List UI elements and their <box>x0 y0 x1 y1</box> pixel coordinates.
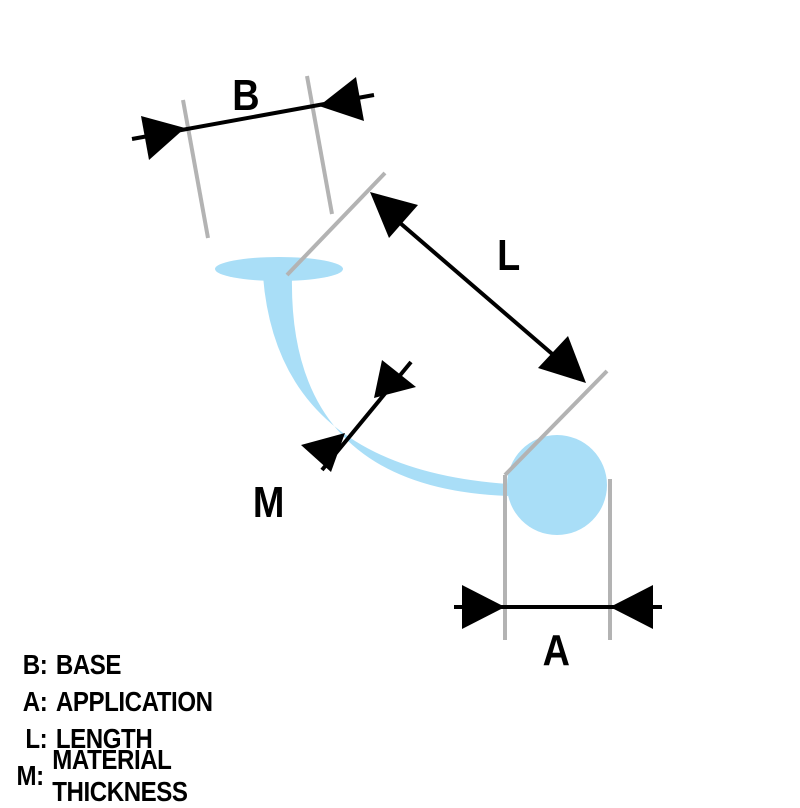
base-flange <box>215 257 343 281</box>
legend-item-application: A: APPLICATION <box>6 683 290 720</box>
curved-arm <box>263 276 508 496</box>
legend-key: A: <box>22 685 48 717</box>
legend-key: B: <box>22 648 48 680</box>
legend-text: LENGTH <box>55 722 153 754</box>
label-b: B <box>232 70 259 119</box>
dimension-l: L <box>285 171 609 477</box>
legend-item-base: B: BASE <box>6 646 290 683</box>
legend-text: APPLICATION <box>55 685 213 717</box>
arrow-l-bottom <box>538 336 586 383</box>
dimension-a: A <box>454 475 662 675</box>
label-a: A <box>543 625 570 674</box>
arrow-b-right <box>319 77 364 121</box>
legend: B: BASE A: APPLICATION L: LENGTH M: MATE… <box>6 646 336 807</box>
dimension-m: M <box>253 360 416 527</box>
arrow-m-top <box>374 360 416 398</box>
label-m: M <box>253 477 285 526</box>
legend-text: BASE <box>55 648 122 680</box>
arrow-b-left <box>141 116 185 160</box>
extension-line-b-right <box>305 75 334 215</box>
extension-line-l-bottom <box>503 369 609 477</box>
legend-item-material-thickness: M: MATERIAL THICKNESS <box>6 744 290 807</box>
arrow-a-left <box>462 585 505 629</box>
legend-key: L: <box>25 722 48 754</box>
dimension-line-l <box>383 208 567 367</box>
legend-item-length: L: LENGTH <box>6 720 290 757</box>
arrow-m-bottom <box>301 433 345 472</box>
arrow-l-top <box>370 192 418 238</box>
dimension-b: B <box>131 70 375 239</box>
application-end <box>507 435 607 535</box>
arrow-a-right <box>610 585 653 629</box>
bent-part <box>215 257 607 535</box>
legend-text: MATERIAL THICKNESS <box>52 743 188 807</box>
label-l: L <box>497 230 520 279</box>
extension-line-l-top <box>285 171 387 277</box>
extension-line-b-left <box>181 99 210 239</box>
legend-key: M: <box>16 759 44 791</box>
